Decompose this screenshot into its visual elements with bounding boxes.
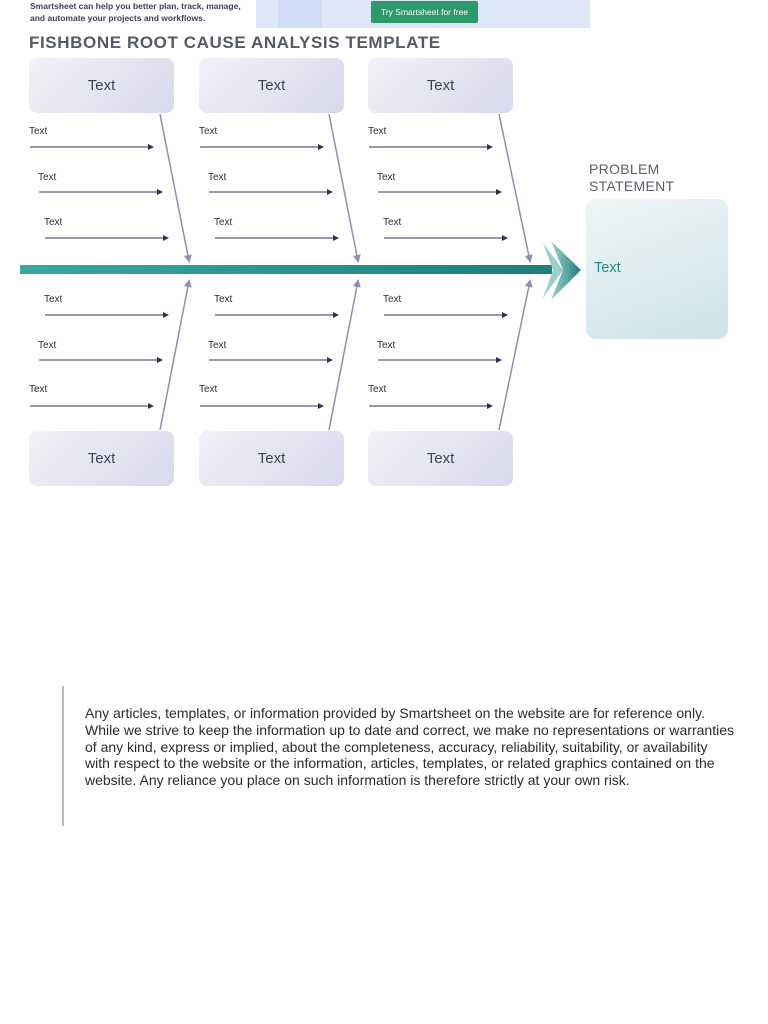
page-title: FISHBONE ROOT CAUSE ANALYSIS TEMPLATE bbox=[29, 33, 441, 52]
banner-text: Smartsheet can help you better plan, tra… bbox=[30, 1, 241, 23]
cause-label[interactable]: Text bbox=[29, 126, 48, 137]
problem-statement-box[interactable] bbox=[586, 199, 728, 339]
bottom-category-box[interactable]: Text bbox=[29, 431, 174, 486]
top-category-box[interactable]: Text bbox=[199, 58, 344, 113]
cause-label[interactable]: Text bbox=[214, 294, 233, 305]
bottom-bone-2 bbox=[328, 279, 361, 431]
banner-ad: Try Smartsheet for free bbox=[256, 0, 590, 28]
cause-label[interactable]: Text bbox=[368, 126, 387, 137]
problem-statement-text[interactable]: Text bbox=[594, 260, 621, 276]
cause-label[interactable]: Text bbox=[29, 384, 48, 395]
problem-statement-label-text: PROBLEM STATEMENT bbox=[589, 161, 675, 194]
cause-label[interactable]: Text bbox=[383, 217, 402, 228]
bottom-category-box[interactable]: Text bbox=[199, 431, 344, 486]
cause-label[interactable]: Text bbox=[38, 340, 57, 351]
disclaimer-text: Any articles, templates, or information … bbox=[85, 705, 734, 789]
cause-label[interactable]: Text bbox=[38, 172, 57, 183]
cause-label[interactable]: Text bbox=[368, 384, 387, 395]
fishbone-diagram bbox=[20, 113, 581, 431]
cause-label[interactable]: Text bbox=[199, 126, 218, 137]
cause-label[interactable]: Text bbox=[377, 172, 396, 183]
top-category-box[interactable]: Text bbox=[29, 58, 174, 113]
bottom-bone-1 bbox=[159, 279, 192, 431]
bottom-category-box[interactable]: Text bbox=[368, 431, 513, 486]
cause-label[interactable]: Text bbox=[377, 340, 396, 351]
cause-label[interactable]: Text bbox=[44, 294, 63, 305]
cause-label[interactable]: Text bbox=[214, 217, 233, 228]
cause-label[interactable]: Text bbox=[208, 340, 227, 351]
fishbone-head-back bbox=[543, 243, 563, 298]
top-bone-2 bbox=[328, 113, 361, 263]
cause-label[interactable]: Text bbox=[383, 294, 402, 305]
banner-ad-stripe bbox=[278, 0, 322, 28]
fishbone-spine bbox=[20, 265, 552, 274]
fishbone-head bbox=[551, 241, 581, 300]
bottom-bone-3 bbox=[498, 279, 533, 431]
top-category-box[interactable]: Text bbox=[368, 58, 513, 113]
top-bone-3 bbox=[498, 113, 533, 263]
try-smartsheet-button[interactable]: Try Smartsheet for free bbox=[371, 1, 478, 23]
cause-label[interactable]: Text bbox=[44, 217, 63, 228]
cause-label[interactable]: Text bbox=[199, 384, 218, 395]
problem-statement-label: PROBLEM STATEMENT bbox=[589, 161, 689, 195]
disclaimer-divider bbox=[62, 686, 64, 826]
top-bone-1 bbox=[159, 113, 192, 263]
cause-label[interactable]: Text bbox=[208, 172, 227, 183]
